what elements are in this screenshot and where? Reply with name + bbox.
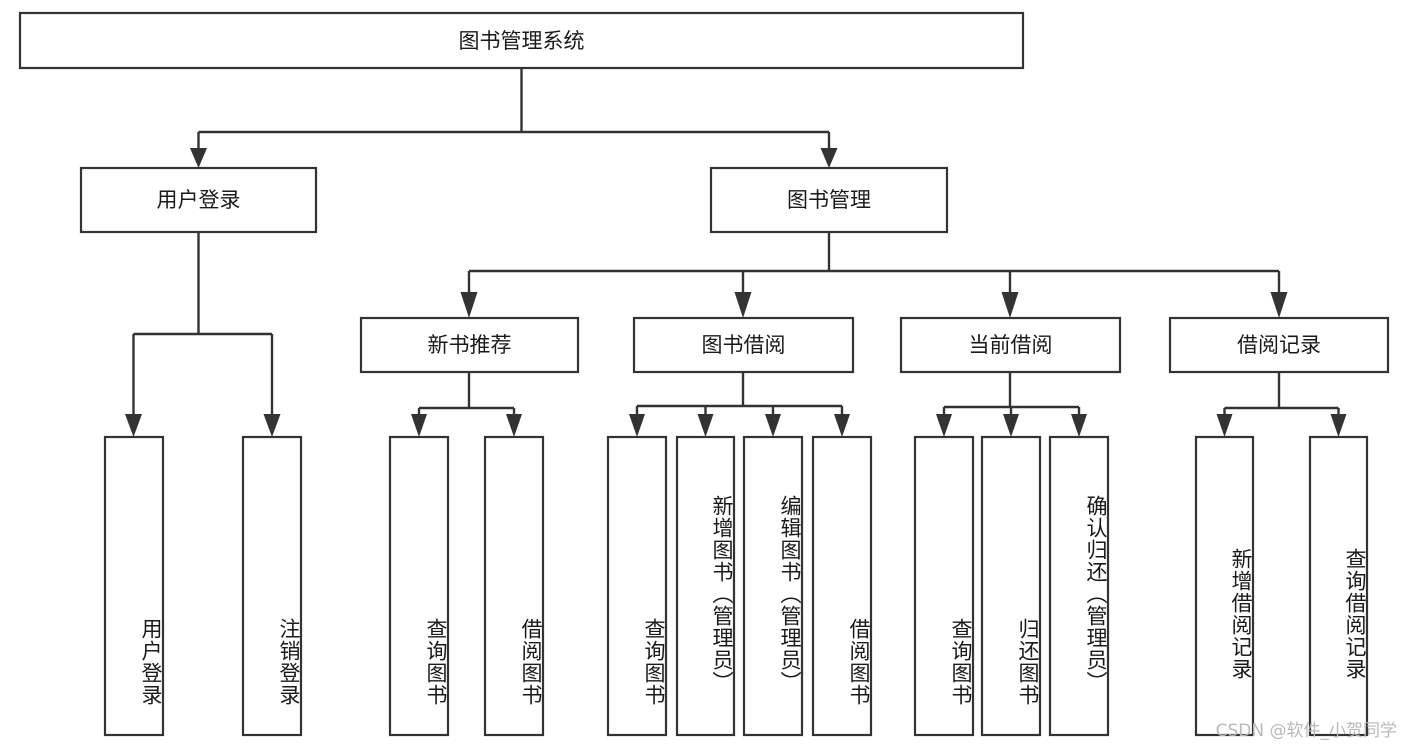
node-current-borrow[interactable]: 当前借阅 [899,316,1122,374]
leaf-box-current-return-book[interactable] [980,435,1042,737]
leaf-box-user-login[interactable] [103,435,165,737]
node-borrow-record-label: 借阅记录 [1237,333,1321,357]
arrowhead-borrow-leaf-3 [765,414,781,437]
arrowhead-current-borrow [1001,292,1019,318]
arrowhead-book-manage [820,148,838,168]
node-borrow-record-box[interactable] [1168,316,1390,374]
arrowhead-new-book-recommend [460,292,478,318]
arrowhead-record-leaf-1 [1216,414,1233,437]
leaf-box-borrow-add-book[interactable] [675,435,736,737]
node-user-login-label: 用户登录 [157,188,241,212]
node-book-borrow-label: 图书借阅 [702,333,786,357]
arrowhead-borrow-leaf-2 [697,414,714,437]
leaf-box-borrow-borrow-book[interactable] [811,435,873,737]
leaf-box-layer [103,435,1369,737]
leaf-box-borrow-edit-book[interactable] [742,435,804,737]
leaf-box-recommend-borrow-book[interactable] [483,435,545,737]
node-root[interactable]: 图书管理系统 [18,11,1025,70]
leaf-box-logout[interactable] [241,435,303,737]
leaf-box-borrow-query-book[interactable] [606,435,668,737]
node-book-borrow-box[interactable] [632,316,855,374]
node-book-borrow[interactable]: 图书借阅 [632,316,855,374]
node-book-manage-label: 图书管理 [787,188,871,212]
arrowhead-user-login [190,148,207,168]
leaf-box-record-add-record[interactable] [1194,435,1255,737]
connector-layer [125,68,1347,437]
node-book-manage[interactable]: 图书管理 [709,166,949,234]
arrowhead-current-leaf-3 [1071,414,1087,437]
node-new-book-recommend-label: 新书推荐 [428,333,512,357]
arrowhead-recommend-leaf-2 [506,414,522,437]
leaf-box-current-query-book[interactable] [913,435,975,737]
arrowhead-recommend-leaf-1 [411,414,427,437]
arrowhead-borrow-record [1270,292,1288,318]
node-borrow-record[interactable]: 借阅记录 [1168,316,1390,374]
arrowhead-current-leaf-2 [1003,414,1019,437]
node-root-box[interactable] [18,11,1025,70]
node-new-book-recommend-box[interactable] [359,316,580,374]
arrowhead-book-borrow [734,292,752,318]
node-current-borrow-box[interactable] [899,316,1122,374]
arrowhead-borrow-leaf-1 [629,414,645,437]
arrowhead-leaf-user-login [125,414,142,437]
node-root-label: 图书管理系统 [459,29,585,53]
node-book-manage-box[interactable] [709,166,949,234]
leaf-box-current-confirm-return[interactable] [1048,435,1110,737]
arrowhead-leaf-logout [263,414,281,437]
arrowhead-borrow-leaf-4 [834,414,850,437]
node-user-login-box[interactable] [79,166,318,234]
node-current-borrow-label: 当前借阅 [969,333,1053,357]
node-new-book-recommend[interactable]: 新书推荐 [359,316,580,374]
arrowhead-record-leaf-2 [1330,414,1347,437]
node-user-login[interactable]: 用户登录 [79,166,318,234]
leaf-box-record-query-record[interactable] [1308,435,1369,737]
arrowhead-current-leaf-1 [936,414,952,437]
leaf-box-recommend-query-book[interactable] [388,435,450,737]
